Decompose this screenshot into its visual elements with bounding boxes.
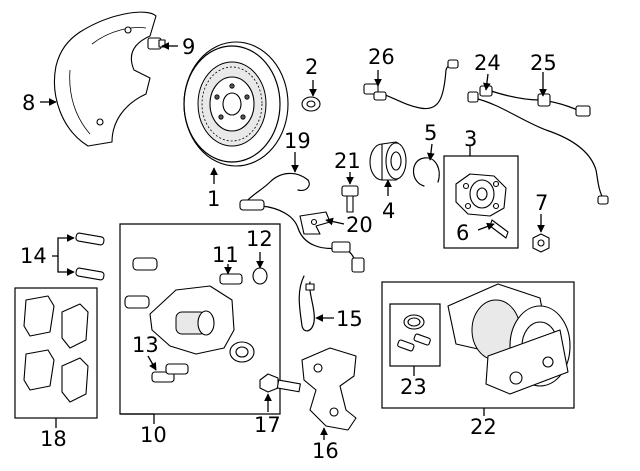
part-1-brake-rotor: [183, 41, 289, 167]
part-2-bolt: [301, 96, 321, 112]
label-20: 20: [346, 213, 373, 237]
part-4-wheel-bearing: [369, 141, 407, 181]
label-10: 10: [140, 423, 167, 447]
label-25: 25: [530, 51, 557, 75]
label-6: 6: [456, 221, 469, 245]
label-15: 15: [336, 307, 363, 331]
label-13: 13: [132, 333, 159, 357]
label-12: 12: [246, 227, 273, 251]
part-24-25-sensor-wire: [467, 85, 609, 205]
part-9-bolt: [147, 37, 166, 50]
label-5: 5: [424, 121, 437, 145]
callout-labels: 8 9 2 1 26 24 25 19 21 20 4 5 3 6 7 14 1…: [20, 35, 557, 463]
part-15-spring-clip: [298, 275, 315, 332]
part-23-seal-bolts: [389, 303, 441, 367]
part-7-hub-nut: [532, 233, 550, 253]
part-26-sensor-harness: [363, 59, 459, 110]
label-18: 18: [40, 427, 67, 451]
part-10-caliper-kit: [119, 223, 281, 415]
label-19: 19: [284, 129, 311, 153]
part-17-bolt: [259, 373, 301, 393]
part-5-snap-ring: [412, 157, 440, 187]
label-4: 4: [382, 199, 395, 223]
label-3: 3: [464, 127, 477, 151]
part-14-guide-pins: [75, 232, 105, 281]
label-8: 8: [22, 91, 35, 115]
label-7: 7: [535, 191, 548, 215]
part-22-parking-brake-motor: [381, 281, 575, 409]
leader-lines: [40, 42, 547, 440]
part-19-wire-harness: [239, 172, 365, 273]
label-2: 2: [305, 55, 318, 79]
label-11: 11: [212, 243, 239, 267]
part-8-splash-shield: [53, 11, 157, 147]
label-14: 14: [20, 244, 47, 268]
label-21: 21: [334, 149, 361, 173]
label-22: 22: [470, 415, 497, 439]
part-3-hub-assembly: [443, 155, 519, 249]
label-26: 26: [368, 45, 395, 69]
label-9: 9: [182, 35, 195, 59]
part-16-caliper-bracket: [301, 347, 357, 431]
label-17: 17: [254, 413, 281, 437]
label-23: 23: [400, 375, 427, 399]
label-24: 24: [474, 51, 501, 75]
label-16: 16: [312, 439, 339, 463]
part-20-bracket-clip: [299, 211, 331, 235]
part-21-bolt: [341, 185, 359, 213]
label-1: 1: [207, 187, 220, 211]
part-18-brake-pads: [14, 287, 98, 419]
